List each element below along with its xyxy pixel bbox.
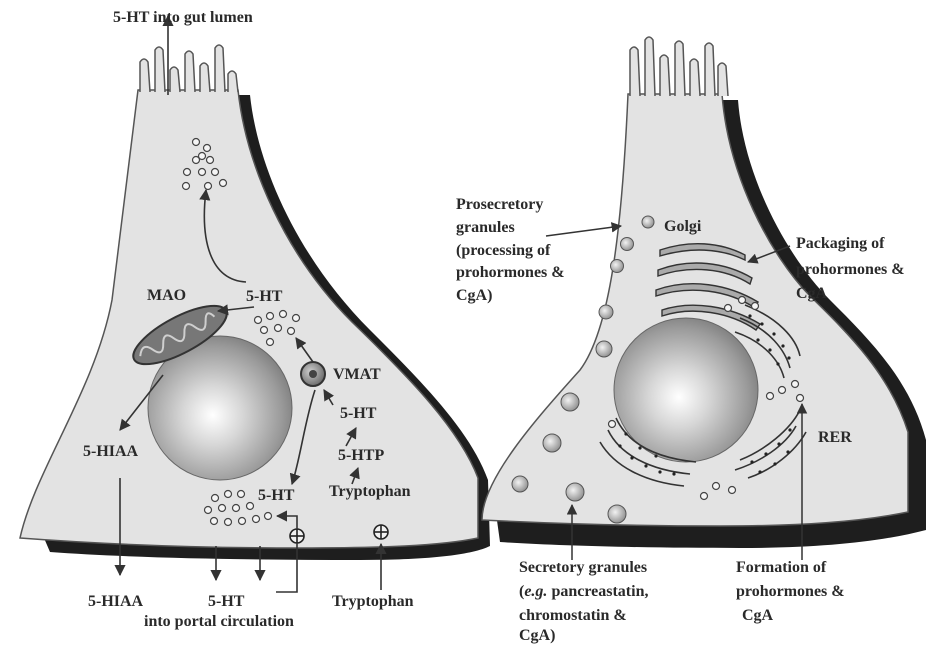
packaging-line-3: CgA (796, 285, 828, 302)
left-microvilli (140, 45, 238, 92)
label-golgi: Golgi (664, 218, 702, 235)
right-cell: Prosecretory granules (processing of pro… (456, 37, 926, 644)
label-into-portal-circulation: into portal circulation (144, 613, 294, 630)
secretory-line-2-rest: pancreastatin, (547, 583, 648, 600)
label-packaging: Packaging of prohormones & CgA (796, 235, 905, 302)
prosecretory-line-1: Prosecretory (456, 196, 543, 213)
packaging-line-2: prohormones & (796, 261, 905, 278)
prosecretory-line-2: granules (456, 219, 515, 236)
label-5ht-middle: 5-HT (340, 405, 377, 422)
secretory-line-3: chromostatin & (519, 607, 627, 624)
secretory-line-4: CgA) (519, 627, 555, 644)
label-5hiaa-out: 5-HIAA (88, 593, 144, 610)
left-cell-body (20, 90, 478, 548)
right-microvilli (630, 37, 728, 96)
prosecretory-line-3: (processing of (456, 242, 551, 259)
secretory-eg: e.g. (524, 583, 547, 600)
label-vmat: VMAT (333, 366, 381, 383)
prosecretory-line-4: prohormones & (456, 264, 565, 281)
label-formation: Formation of prohormones & CgA (736, 559, 845, 624)
formation-line-3: CgA (742, 607, 774, 624)
packaging-line-1: Packaging of (796, 235, 885, 252)
secretory-line-1: Secretory granules (519, 559, 647, 576)
label-5ht-into-gut-lumen: 5-HT into gut lumen (113, 9, 253, 26)
left-cell: 5-HT into gut lumen MAO 5-HT VMAT 5-HT 5… (20, 9, 490, 630)
right-nucleus (614, 318, 758, 462)
label-rer: RER (818, 429, 852, 446)
label-5htp: 5-HTP (338, 447, 384, 464)
label-prosecretory-granules: Prosecretory granules (processing of pro… (456, 196, 565, 304)
label-tryptophan-inside: Tryptophan (329, 483, 411, 500)
label-secretory-granules: Secretory granules (e.g. pancreastatin, … (519, 559, 648, 644)
label-5ht-upper: 5-HT (246, 288, 283, 305)
label-tryptophan-out: Tryptophan (332, 593, 414, 610)
label-5ht-lower: 5-HT (258, 487, 295, 504)
formation-line-2: prohormones & (736, 583, 845, 600)
prosecretory-line-5: CgA) (456, 287, 492, 304)
secretory-line-2: (e.g. pancreastatin, (519, 583, 648, 600)
label-mao: MAO (147, 287, 186, 304)
formation-line-1: Formation of (736, 559, 827, 576)
label-5hiaa-inside: 5-HIAA (83, 443, 139, 460)
label-5ht-out: 5-HT (208, 593, 245, 610)
